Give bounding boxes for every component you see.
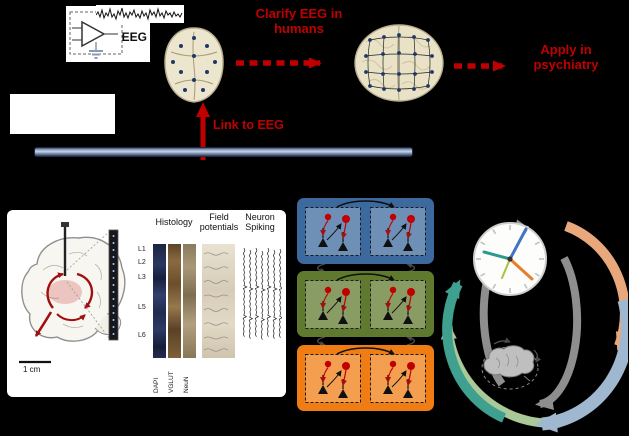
skull-electrodes-icon: [164, 27, 224, 103]
link-to-eeg-label: Link to EEG: [213, 118, 284, 132]
clarify-eeg-label: Clarify EEG in humans: [255, 6, 343, 36]
col-header-histology: Histology: [155, 217, 193, 227]
apply-psychiatry-label: Apply in psychiatry: [533, 42, 599, 72]
cycle-arrow-teal: [442, 279, 507, 423]
brain-recording-icon: [19, 222, 126, 364]
histology-strip-dapi: [153, 244, 166, 358]
col-header-field-potentials: Field potentials: [199, 212, 239, 232]
field-potentials-strip: [202, 244, 235, 358]
layer-label-l5: L5: [138, 304, 146, 311]
cycle-arrow-gray-down: [535, 256, 582, 410]
layer-label-l3: L3: [138, 274, 146, 281]
cortical-circuit-motif-green: [297, 273, 434, 337]
dashed-arrow-right-1: [236, 57, 322, 69]
brain-icon: [481, 337, 542, 390]
red-loop-arrows: [34, 272, 94, 337]
skull-electrode-diagram: [160, 26, 228, 104]
recording-panel: 1 cm Histology Field potentials Neuron S…: [7, 210, 286, 397]
histology-strip-vglut: [168, 244, 181, 358]
thalamus-highlight: [48, 280, 82, 304]
timeline-bar: [34, 147, 413, 157]
probe-sites: [112, 235, 115, 335]
clock-icon: [473, 222, 547, 296]
layer-label-l2: L2: [138, 259, 146, 266]
cycle-arrow-blue: [535, 298, 628, 433]
cortical-circuit-motif-blue: [297, 200, 434, 264]
cortical-circuit-motif-orange: [297, 347, 434, 411]
stain-label-vglut: VGLUT: [168, 371, 175, 393]
brain-electrode-grid-diagram: [352, 22, 446, 104]
layer-label-l1: L1: [138, 246, 146, 253]
field-potential-traces: [203, 252, 229, 352]
eeg-label: EEG: [121, 30, 147, 44]
layer-label-l6: L6: [138, 332, 146, 339]
neuron-spiking-traces: [242, 247, 282, 341]
waveform-icon: [95, 7, 183, 21]
probe-connector: [61, 222, 69, 227]
stain-label-neun: NeuN: [183, 376, 190, 393]
brain-electrode-grid-icon: [354, 24, 444, 102]
eeg-waveform-strip: [95, 5, 184, 23]
zoom-lines: [66, 231, 110, 339]
dashed-arrow-right-2: [454, 60, 506, 72]
link-up-arrow: [196, 102, 210, 160]
circuit-box-green: [297, 271, 434, 337]
histology-strip-neun: [183, 244, 196, 358]
circuit-box-blue: [297, 198, 434, 264]
stain-label-dapi: DAPI: [153, 377, 160, 393]
amplifier-icon: [69, 11, 123, 59]
circuit-box-orange: [297, 345, 434, 411]
interbox-arrows-2: [316, 337, 416, 345]
col-header-neuron-spiking: Neuron Spiking: [245, 212, 275, 232]
empty-label-box: [10, 94, 115, 134]
brain-clock-cycle-diagram: [440, 219, 628, 433]
scale-label: 1 cm: [23, 365, 41, 374]
